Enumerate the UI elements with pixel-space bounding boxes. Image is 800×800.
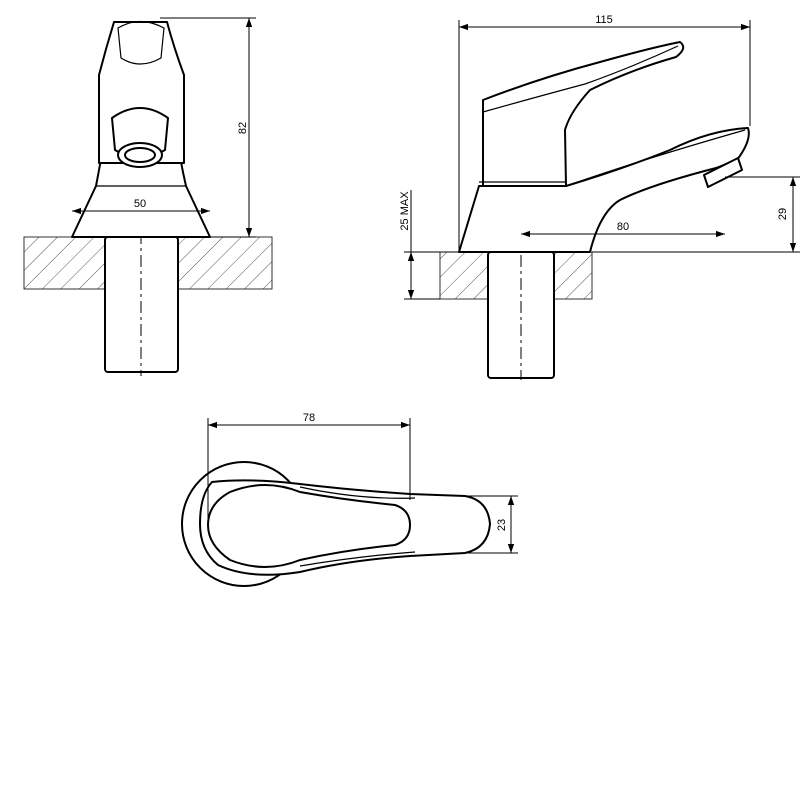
side-shank bbox=[487, 251, 555, 379]
side-spout-height-label: 29 bbox=[777, 208, 789, 220]
side-aerator bbox=[703, 157, 743, 188]
side-length-label: 115 bbox=[595, 14, 613, 26]
side-lever-crease bbox=[482, 45, 679, 113]
top-width-label: 23 bbox=[496, 519, 508, 531]
top-lever-crease bbox=[299, 486, 416, 567]
side-view: 115 25 MAX 80 29 bbox=[399, 14, 800, 380]
side-reach-label: 80 bbox=[617, 221, 629, 233]
front-height-label: 82 bbox=[237, 122, 249, 134]
front-aerator-inner bbox=[124, 147, 156, 163]
front-view: 82 50 bbox=[23, 17, 273, 376]
front-handle-top bbox=[117, 20, 165, 65]
front-width-label: 50 bbox=[134, 198, 146, 210]
side-mount-label: 25 MAX bbox=[399, 191, 411, 231]
top-view: 78 23 bbox=[181, 412, 518, 587]
side-body-crease bbox=[565, 129, 746, 187]
side-lever bbox=[482, 41, 685, 187]
top-lever-inner bbox=[207, 484, 411, 568]
top-length-label: 78 bbox=[303, 412, 315, 424]
